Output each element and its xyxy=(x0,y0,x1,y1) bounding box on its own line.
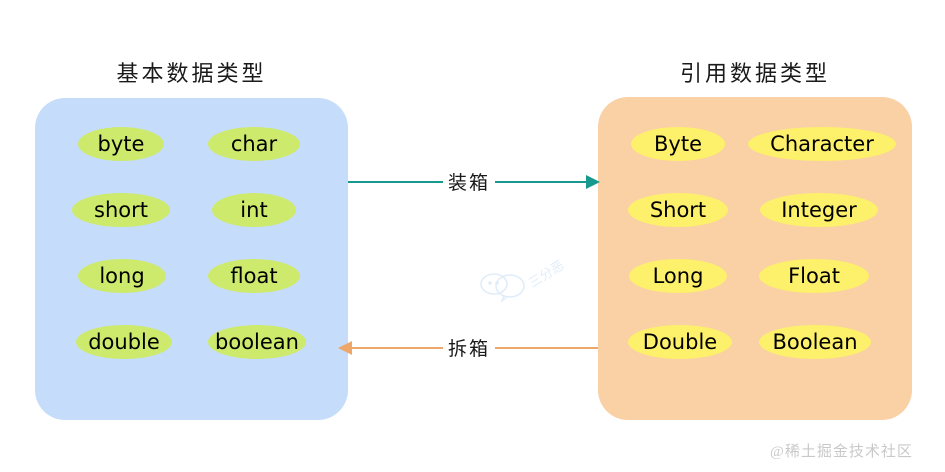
type-pill-ellipse xyxy=(759,259,869,293)
type-pill-ellipse xyxy=(76,325,172,359)
type-pill-label: char xyxy=(230,131,278,156)
type-pill: int xyxy=(212,192,296,228)
type-pill-ellipse xyxy=(628,325,732,359)
left-panel-title: 基本数据类型 xyxy=(116,61,267,86)
type-pill-ellipse xyxy=(212,193,296,227)
type-pill-label: byte xyxy=(97,131,145,156)
type-pill-ellipse xyxy=(78,259,166,293)
type-pill: Short xyxy=(628,192,728,228)
type-pill: float xyxy=(208,258,300,294)
type-pill: Byte xyxy=(631,126,725,162)
svg-text:三分恶: 三分恶 xyxy=(526,257,567,290)
type-pill-label: Long xyxy=(652,263,704,288)
type-pill-ellipse xyxy=(72,193,170,227)
type-pill-label: Character xyxy=(770,131,874,156)
type-pill-ellipse xyxy=(78,127,164,161)
type-pill-ellipse xyxy=(628,193,728,227)
type-pill-label: Byte xyxy=(654,131,702,156)
type-pill-label: long xyxy=(99,263,145,288)
type-pill-label: Double xyxy=(642,329,718,354)
type-pill-ellipse xyxy=(208,259,300,293)
type-pill-ellipse xyxy=(208,325,306,359)
type-pill-label: Integer xyxy=(781,197,857,222)
type-pill-label: Boolean xyxy=(772,329,858,354)
type-pill-label: int xyxy=(240,197,268,222)
boxing-arrow-label: 装箱 xyxy=(443,168,496,195)
type-pill-ellipse xyxy=(760,193,878,227)
type-pill: byte xyxy=(78,126,164,162)
type-pill: boolean xyxy=(200,324,314,360)
type-pill: Float xyxy=(759,258,869,294)
type-pill: long xyxy=(78,258,166,294)
speech-bubble-watermark-icon: 三分恶 xyxy=(480,257,567,304)
type-pill-ellipse xyxy=(748,127,896,161)
type-pill: Double xyxy=(624,324,736,360)
type-pill-label: float xyxy=(230,263,278,288)
type-pill-ellipse xyxy=(631,127,725,161)
type-pill: Boolean xyxy=(756,324,874,360)
type-pill-ellipse xyxy=(629,259,727,293)
boxing-arrow-head-icon xyxy=(586,175,600,189)
type-pill: double xyxy=(72,324,176,360)
type-pill: char xyxy=(208,126,300,162)
type-pill-ellipse xyxy=(759,325,871,359)
type-pill-label: Short xyxy=(649,197,707,222)
unboxing-arrow-label: 拆箱 xyxy=(443,334,496,361)
type-pill-label: short xyxy=(94,197,148,222)
type-pill: Long xyxy=(629,258,727,294)
unboxing-arrow-head-icon xyxy=(338,341,352,355)
type-pill-label: boolean xyxy=(215,329,299,354)
site-watermark: @稀土掘金技术社区 xyxy=(770,444,913,460)
type-pill-ellipse xyxy=(208,127,300,161)
right-panel-title: 引用数据类型 xyxy=(679,61,830,86)
type-pill-label: Float xyxy=(788,263,840,288)
type-pill: short xyxy=(72,192,170,228)
type-pill: Integer xyxy=(760,192,878,228)
type-pill-label: double xyxy=(88,329,160,354)
type-pill: Character xyxy=(748,126,896,162)
